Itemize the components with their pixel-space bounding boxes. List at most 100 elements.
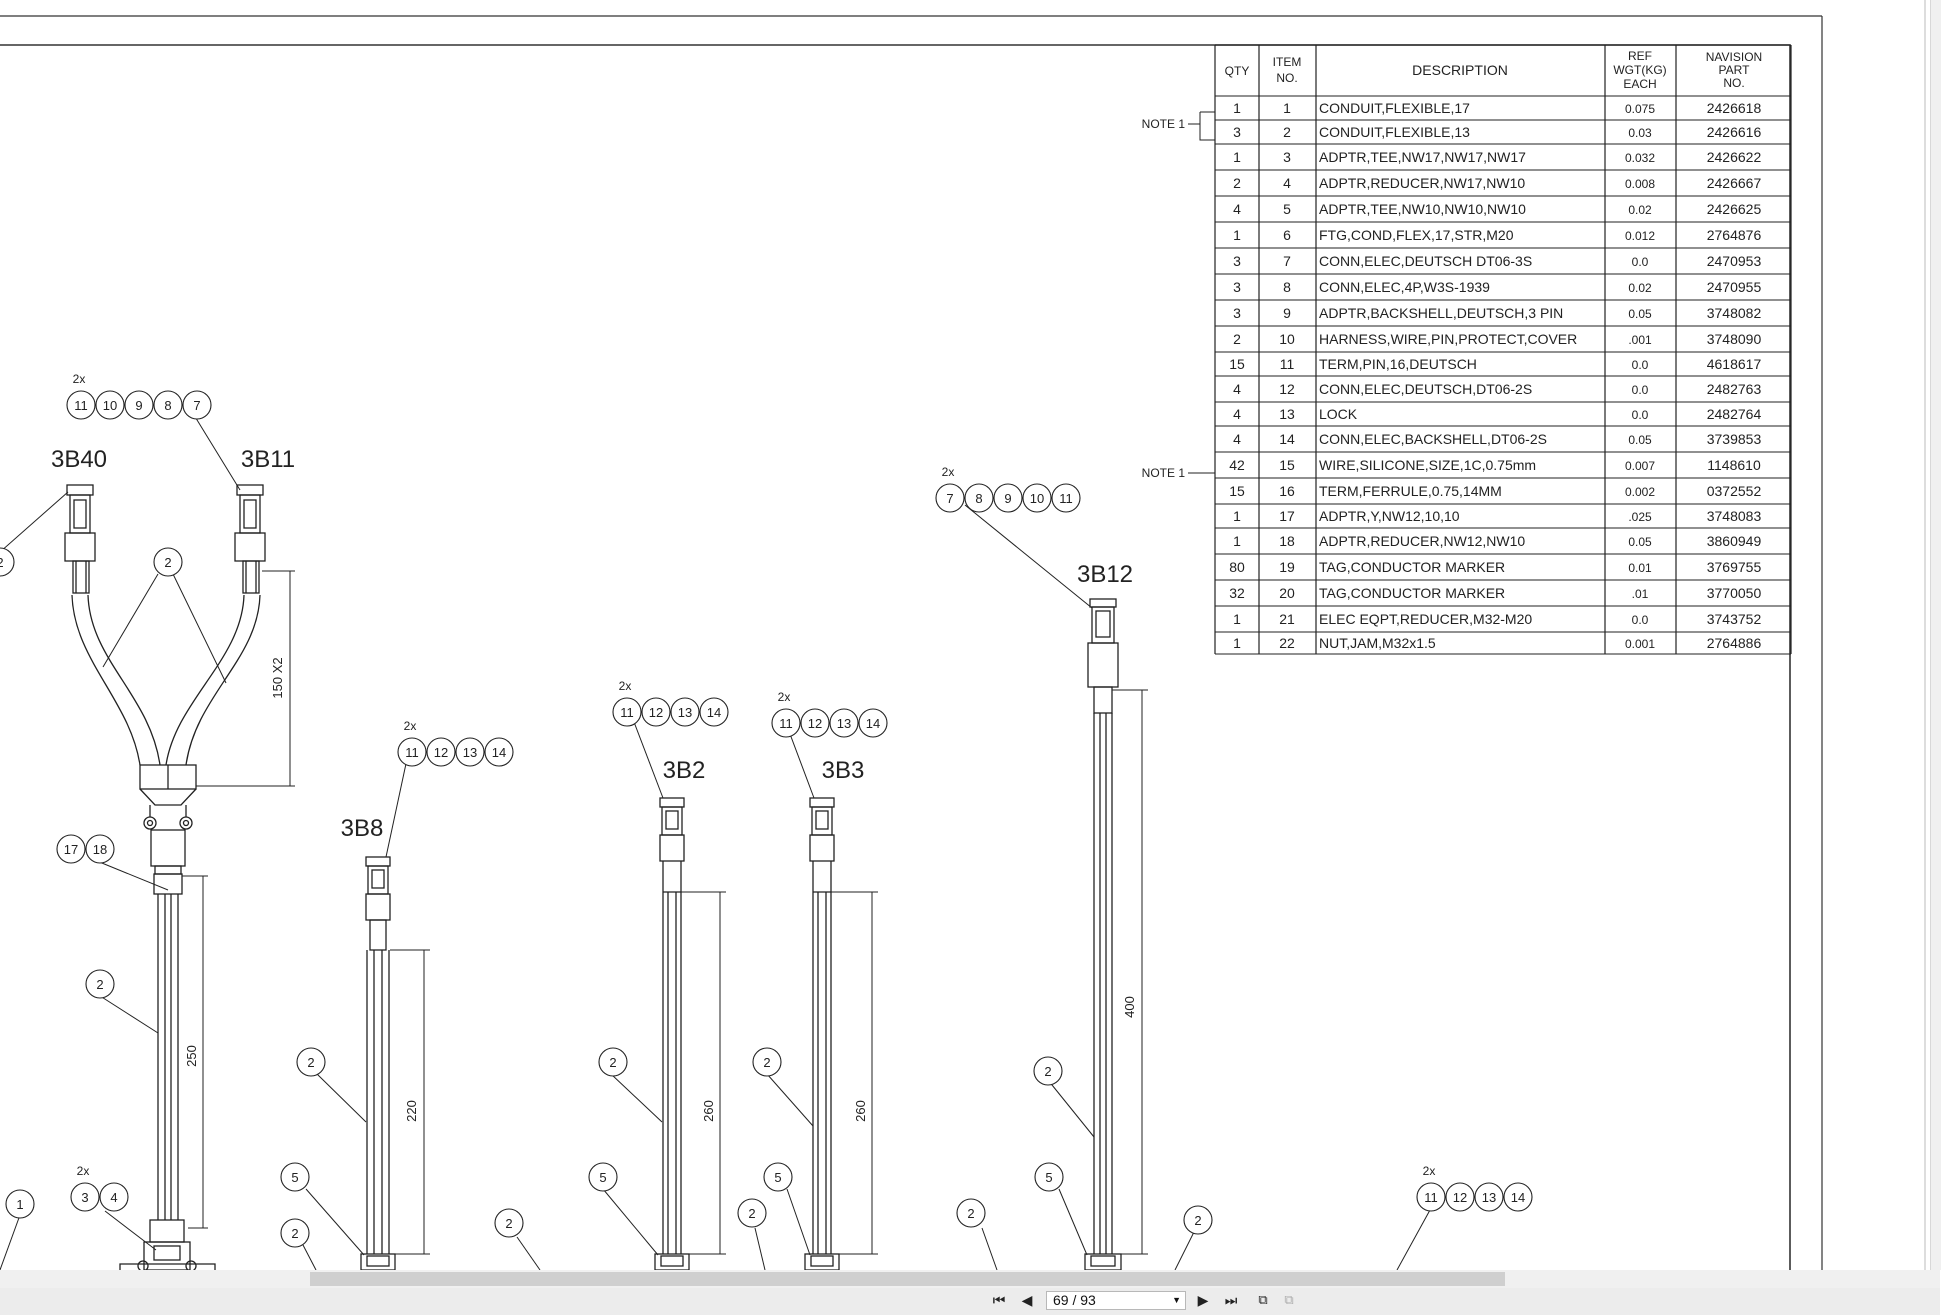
bom-cell-item: 10 xyxy=(1279,331,1295,347)
balloon-number: 2 xyxy=(748,1206,755,1221)
bom-cell-part-no: 2470955 xyxy=(1707,279,1762,295)
bom-cell-description: ADPTR,TEE,NW17,NW17,NW17 xyxy=(1319,149,1526,165)
bom-cell-description: CONDUIT,FLEXIBLE,17 xyxy=(1319,100,1470,116)
balloon-number: 4 xyxy=(110,1190,117,1205)
bom-cell-qty: 32 xyxy=(1229,585,1245,601)
bom-cell-item: 14 xyxy=(1279,431,1295,447)
bom-header-part-no: PART xyxy=(1719,63,1751,77)
bom-header-description: DESCRIPTION xyxy=(1412,62,1508,78)
bom-cell-weight: 0.02 xyxy=(1628,281,1652,295)
balloon xyxy=(1474,1182,1504,1212)
horizontal-scrollbar-thumb[interactable] xyxy=(310,1272,1505,1286)
next-page-icon[interactable]: ▶ xyxy=(1197,1293,1209,1309)
previous-page-icon[interactable]: ◀ xyxy=(1021,1293,1033,1309)
balloon-number: 2 xyxy=(1044,1064,1051,1079)
bom-cell-qty: 4 xyxy=(1233,381,1241,397)
page-number-value: 69 / 93 xyxy=(1053,1292,1096,1308)
bom-notes: NOTE 1 NOTE 1 xyxy=(1142,111,1215,480)
balloon xyxy=(5,1189,35,1219)
bom-cell-item: 17 xyxy=(1279,508,1295,524)
branch-3b12 xyxy=(1084,598,1122,1271)
bom-cell-item: 16 xyxy=(1279,483,1295,499)
balloon-number: 10 xyxy=(103,398,117,413)
bom-cell-qty: 1 xyxy=(1233,508,1241,524)
bom-cell-description: ADPTR,TEE,NW10,NW10,NW10 xyxy=(1319,201,1526,217)
bom-table: QTYITEMNO.DESCRIPTIONREFWGT(KG)EACHNAVIS… xyxy=(1214,44,1792,655)
viewer-right-edge xyxy=(1930,0,1941,1270)
harness-drawing xyxy=(64,484,1122,1272)
balloon-number: 8 xyxy=(164,398,171,413)
balloon-number: 11 xyxy=(779,716,793,731)
multiplier-label: 2x xyxy=(619,679,632,693)
bom-cell-part-no: 2470953 xyxy=(1707,253,1762,269)
balloon-number: 11 xyxy=(1059,491,1073,506)
bom-cell-qty: 1 xyxy=(1233,611,1241,627)
balloon xyxy=(56,834,86,864)
bom-cell-description: ELEC EQPT,REDUCER,M32-M20 xyxy=(1319,611,1532,627)
y-adapter-trunk xyxy=(119,764,216,1272)
balloon xyxy=(1022,483,1052,513)
balloon xyxy=(752,1047,782,1077)
multiplier-label: 2x xyxy=(778,690,791,704)
balloon-number: 13 xyxy=(678,705,692,720)
connector-label-3b8: 3B8 xyxy=(341,815,384,842)
bom-cell-description: ADPTR,Y,NW12,10,10 xyxy=(1319,508,1460,524)
balloon-number: 5 xyxy=(291,1170,298,1185)
balloon xyxy=(858,708,888,738)
balloon-number: 2 xyxy=(291,1226,298,1241)
bom-cell-part-no: 2426618 xyxy=(1707,100,1762,116)
bom-cell-qty: 80 xyxy=(1229,559,1245,575)
balloon xyxy=(1445,1182,1475,1212)
bom-cell-item: 20 xyxy=(1279,585,1295,601)
balloon xyxy=(153,547,183,577)
connector-label-3b12: 3B12 xyxy=(1077,561,1133,588)
dimension-label: 150 X2 xyxy=(270,657,285,698)
balloon xyxy=(70,1182,100,1212)
bom-cell-item: 5 xyxy=(1283,201,1291,217)
bom-cell-description: FTG,COND,FLEX,17,STR,M20 xyxy=(1319,227,1514,243)
balloon xyxy=(935,483,965,513)
connector-label-3b11: 3B11 xyxy=(241,446,295,473)
balloon-number: 5 xyxy=(599,1170,606,1185)
chevron-down-icon[interactable]: ▼ xyxy=(1172,1295,1181,1305)
balloon-number: 9 xyxy=(1004,491,1011,506)
balloon xyxy=(598,1047,628,1077)
balloon xyxy=(124,390,154,420)
bom-cell-description: CONDUIT,FLEXIBLE,13 xyxy=(1319,124,1470,140)
page-number-field[interactable]: 69 / 93 ▼ xyxy=(1046,1291,1186,1310)
balloon-number: 8 xyxy=(975,491,982,506)
first-page-icon[interactable]: ⏮ xyxy=(992,1293,1006,1309)
note-label: NOTE 1 xyxy=(1142,466,1186,480)
balloon xyxy=(800,708,830,738)
bom-cell-description: CONN,ELEC,4P,W3S-1939 xyxy=(1319,279,1490,295)
note-label: NOTE 1 xyxy=(1142,117,1186,131)
bom-cell-item: 13 xyxy=(1279,406,1295,422)
multiplier-label: 2x xyxy=(73,372,86,386)
bom-cell-weight: .001 xyxy=(1628,333,1652,347)
bom-cell-weight: 0.012 xyxy=(1625,229,1655,243)
bom-cell-part-no: 2764886 xyxy=(1707,635,1762,651)
bom-cell-qty: 42 xyxy=(1229,457,1245,473)
paste-page-icon: ⧉ xyxy=(1284,1293,1294,1308)
bom-cell-qty: 2 xyxy=(1233,175,1241,191)
bom-cell-item: 19 xyxy=(1279,559,1295,575)
branch-3b3 xyxy=(804,797,840,1271)
balloon xyxy=(153,390,183,420)
balloon xyxy=(588,1162,618,1192)
bom-cell-weight: 0.02 xyxy=(1628,203,1652,217)
bom-cell-part-no: 3748083 xyxy=(1707,508,1762,524)
copy-page-icon[interactable]: ⧉ xyxy=(1258,1293,1268,1308)
bom-cell-part-no: 2426616 xyxy=(1707,124,1762,140)
balloon-number: 12 xyxy=(434,745,448,760)
horizontal-scrollbar[interactable] xyxy=(0,1270,1940,1288)
bom-cell-weight: 0.075 xyxy=(1625,102,1655,116)
multiplier-label: 2x xyxy=(77,1164,90,1178)
bom-cell-qty: 3 xyxy=(1233,124,1241,140)
balloon-number: 2 xyxy=(0,555,4,570)
last-page-icon[interactable]: ⏭ xyxy=(1224,1293,1238,1309)
bom-cell-item: 1 xyxy=(1283,100,1291,116)
bom-cell-weight: 0.007 xyxy=(1625,459,1655,473)
bom-cell-description: WIRE,SILICONE,SIZE,1C,0.75mm xyxy=(1319,457,1536,473)
bom-header-weight: WGT(KG) xyxy=(1613,63,1666,77)
bom-cell-qty: 2 xyxy=(1233,331,1241,347)
